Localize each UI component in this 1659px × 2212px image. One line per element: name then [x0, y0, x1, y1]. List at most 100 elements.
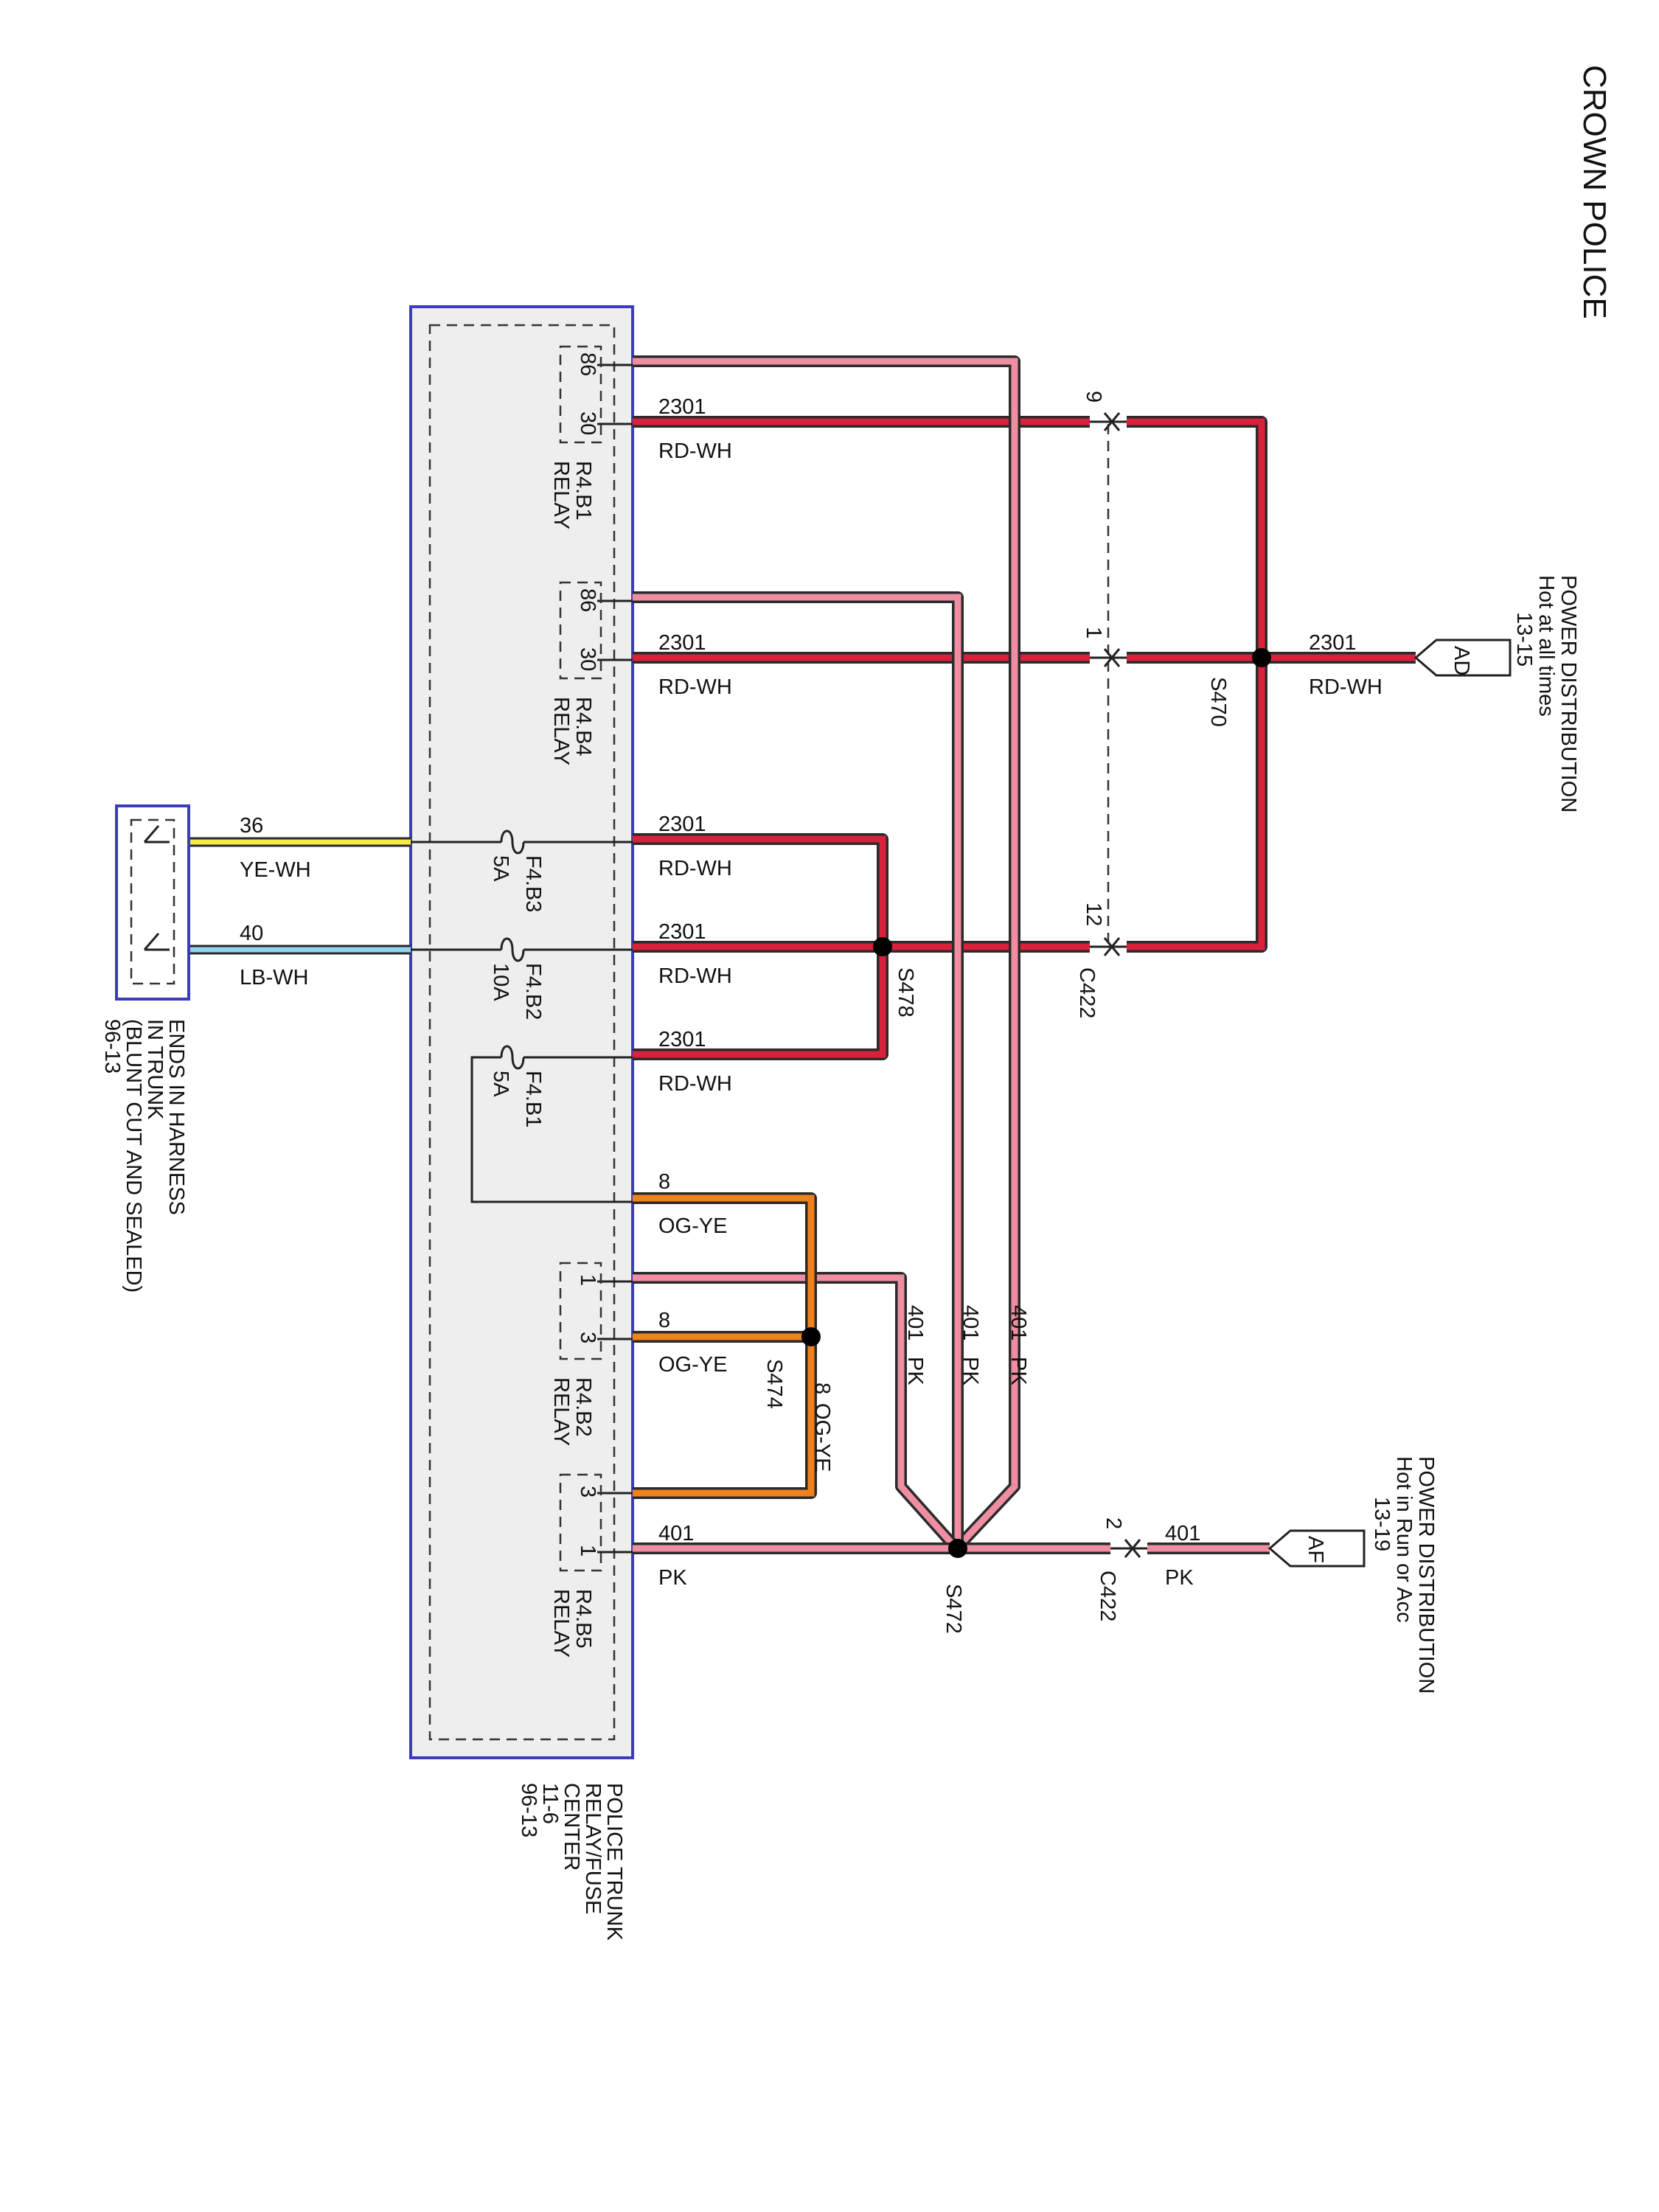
- relay-b4-pin-86: 86: [576, 588, 599, 612]
- relay-b1-pin-30: 30: [576, 411, 599, 435]
- fuse-f4b1-symbol: [500, 1045, 525, 1070]
- wire-2301-rd-wh-group: [633, 416, 1416, 1060]
- splice-s474-label: S474: [762, 1359, 786, 1409]
- module-line-2: RELAY/FUSE: [581, 1783, 605, 1914]
- power-af-line-1: POWER DISTRIBUTION: [1414, 1456, 1438, 1694]
- police-trunk-relay-fuse-center: [409, 305, 634, 1759]
- splice-s478-label: S478: [894, 967, 917, 1018]
- relay-r4b2-box: [559, 1262, 602, 1360]
- relay-b4-name: R4.B4: [571, 697, 595, 757]
- fuse-f4b1-name: F4.B1: [521, 1071, 545, 1127]
- wire-w11-color: LB-WH: [240, 966, 308, 990]
- trunk-end-line-4: 96-13: [100, 1019, 124, 1074]
- wire-2301-c422-bus: [1127, 418, 1265, 950]
- wire-401-pk-group: [633, 355, 1270, 1554]
- wire-w11-circuit: 40: [240, 922, 263, 945]
- module-line-3: CENTER: [560, 1783, 583, 1871]
- wire-w12-color: RD-WH: [1309, 675, 1382, 699]
- splice-s474: [801, 1327, 821, 1346]
- wire-w2-circuit: 2301: [658, 631, 706, 655]
- relay-b2-name: R4.B2: [571, 1377, 595, 1437]
- fuse-f4b2-name: F4.B2: [521, 963, 545, 1020]
- relay-b5-pin-3: 3: [576, 1486, 599, 1498]
- trunk-end-harness-box: [115, 804, 190, 1001]
- connector-pin-9: 9: [1082, 391, 1105, 403]
- relay-b5-pin-1: 1: [576, 1545, 599, 1557]
- relay-b4-type: RELAY: [549, 697, 573, 765]
- trunk-end-line-3: (BLUNT CUT AND SEALED): [122, 1019, 145, 1293]
- connector-pin-12: 12: [1082, 902, 1105, 926]
- fuse-f4b3-rating: 5A: [489, 855, 512, 882]
- trunk-switch-40: [143, 933, 170, 951]
- connector-c422-label-top: C422: [1075, 967, 1099, 1018]
- wire-w12-circuit: 2301: [1309, 631, 1357, 655]
- wire-w7-color: OG-YE: [658, 1353, 727, 1377]
- wire-w9-circuit: 401: [1165, 1522, 1200, 1545]
- relay-b2-type: RELAY: [549, 1377, 573, 1446]
- wire-w5-color: RD-WH: [658, 1072, 732, 1096]
- wire-w1-color: RD-WH: [658, 439, 732, 463]
- wire-w5-circuit: 2301: [658, 1028, 706, 1051]
- connector-c422-label-bottom: C422: [1096, 1571, 1119, 1621]
- power-ad-line-2: Hot at all times: [1534, 575, 1558, 717]
- wire-w6-circuit: 8: [658, 1170, 670, 1194]
- wire-w10-circuit: 36: [240, 814, 263, 838]
- splice-s478: [873, 937, 892, 956]
- splice-s470-label: S470: [1206, 677, 1230, 727]
- relay-b2-pin-3: 3: [576, 1332, 599, 1343]
- power-source-af: [1267, 1529, 1366, 1568]
- wire-w6-color: OG-YE: [658, 1214, 727, 1238]
- wire-8-fuse-b1-to-relay-b5: [633, 1194, 815, 1497]
- power-ad-tag: AD: [1450, 646, 1473, 675]
- relay-r4b1-box: [559, 345, 602, 444]
- wire-w4-color: RD-WH: [658, 964, 732, 988]
- module-inner-dashed-outline: [428, 324, 616, 1741]
- splice-s472-label: S472: [942, 1584, 965, 1634]
- connector-pin-1: 1: [1082, 627, 1105, 639]
- wire-w9-color: PK: [1165, 1566, 1194, 1590]
- power-af-line-2: Hot in Run or Acc: [1392, 1456, 1416, 1623]
- wire-labels: 2301 RD-WH 2301 RD-WH 2301 RD-WH 2301 RD…: [240, 395, 1382, 1590]
- relay-b2-pin-1: 1: [576, 1274, 599, 1286]
- relay-b1-name: R4.B1: [571, 461, 595, 521]
- wire-401-to-relay-b4: [633, 594, 961, 1548]
- page-title: CROWN POLICE: [1576, 65, 1613, 319]
- power-ad-line-3: 13-15: [1512, 612, 1536, 667]
- power-source-ad: [1413, 639, 1512, 677]
- vwire-v2-color: PK: [959, 1357, 982, 1385]
- wire-w8-circuit: 401: [658, 1522, 694, 1545]
- wire-w10-color: YE-WH: [240, 858, 311, 882]
- wire-w4-circuit: 2301: [658, 920, 706, 944]
- fuse-f4b3-symbol: [500, 830, 525, 855]
- power-af-line-3: 13-19: [1370, 1497, 1394, 1551]
- fuse-f4b2-rating: 10A: [489, 963, 512, 1001]
- wire-401-to-relay-b1: [633, 358, 1018, 1551]
- splice-s470: [1252, 648, 1271, 667]
- vwire-v4-circuit: 8: [810, 1382, 834, 1394]
- connector-pin-2: 2: [1102, 1517, 1125, 1529]
- vwire-v3-color: PK: [903, 1357, 927, 1385]
- relay-b5-name: R4.B5: [571, 1589, 595, 1649]
- relay-b1-pin-86: 86: [576, 352, 599, 376]
- vwire-v1-circuit: 401: [1006, 1305, 1030, 1340]
- wire-w3-color: RD-WH: [658, 857, 732, 880]
- fuse-f4b2-symbol: [500, 937, 525, 962]
- wire-401-to-relay-b2: [633, 1274, 959, 1551]
- trunk-end-inner-dashed: [130, 818, 175, 985]
- splice-s472: [948, 1539, 967, 1558]
- vwire-v1-color: PK: [1006, 1357, 1030, 1385]
- trunk-switch-36: [143, 825, 170, 844]
- wire-w2-color: RD-WH: [658, 675, 732, 699]
- vwire-v2-circuit: 401: [959, 1305, 982, 1340]
- relay-r4b5-box: [559, 1473, 602, 1572]
- fuse-f4b1-rating: 5A: [489, 1071, 512, 1097]
- module-line-1: POLICE TRUNK: [602, 1783, 626, 1941]
- power-af-tag: AF: [1304, 1536, 1327, 1563]
- relay-b4-pin-30: 30: [576, 647, 599, 671]
- relay-r4b4-box: [559, 581, 602, 680]
- trunk-end-line-1: ENDS IN HARNESS: [164, 1019, 188, 1215]
- module-line-4: 11-6: [538, 1783, 562, 1824]
- module-line-5: 96-13: [517, 1783, 540, 1837]
- vwire-v4-color: OG-YE: [810, 1403, 834, 1472]
